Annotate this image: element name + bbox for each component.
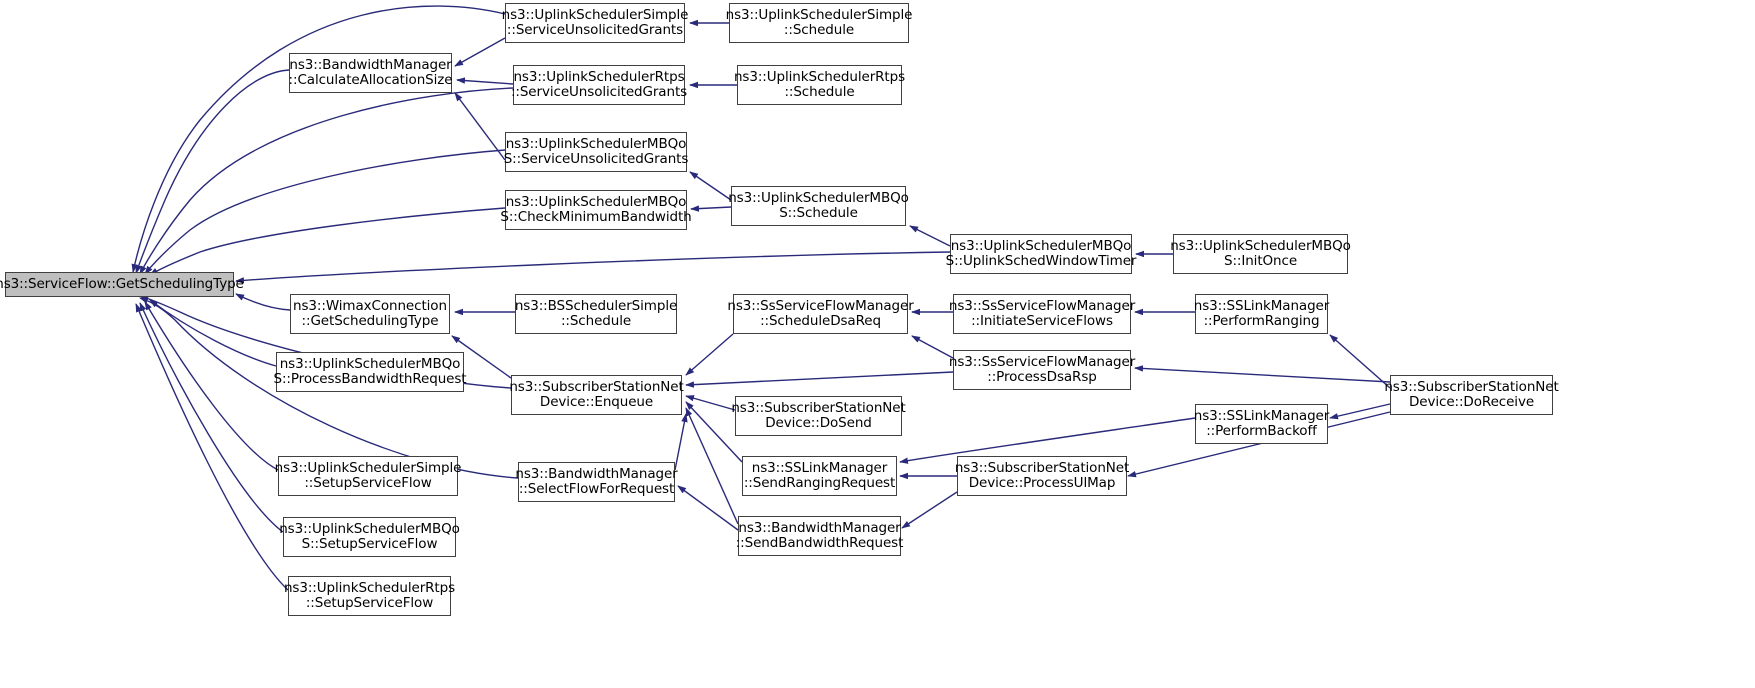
caller-node[interactable]: ns3::SubscriberStationNet Device::DoSend (731, 396, 906, 436)
caller-node[interactable]: ns3::UplinkSchedulerSimple ::ServiceUnso… (502, 3, 688, 43)
call-edge (235, 251, 951, 284)
call-edge (911, 335, 954, 359)
caller-node[interactable]: ns3::UplinkSchedulerMBQo S::ProcessBandw… (274, 352, 467, 392)
call-edge (144, 301, 279, 471)
node-label: ns3::SSLinkManager ::PerformRanging (1193, 298, 1330, 329)
node-label: ns3::SSLinkManager ::PerformBackoff (1193, 408, 1330, 439)
call-edge (674, 413, 688, 471)
call-edge (1127, 411, 1391, 478)
caller-node[interactable]: ns3::BandwidthManager ::CalculateAllocat… (288, 53, 453, 93)
caller-node[interactable]: ns3::BandwidthManager ::SendBandwidthReq… (736, 516, 903, 556)
current-function-node[interactable]: ns3::ServiceFlow::GetSchedulingType (0, 272, 244, 297)
call-edge (685, 395, 736, 411)
caller-node[interactable]: ns3::BSSchedulerSimple ::Schedule (515, 294, 677, 334)
caller-node[interactable]: ns3::SubscriberStationNet Device::Enqueu… (509, 375, 684, 415)
call-edge (909, 225, 951, 247)
caller-node[interactable]: ns3::SsServiceFlowManager ::ScheduleDsaR… (727, 294, 914, 334)
node-label: ns3::SubscriberStationNet Device::DoRece… (1384, 379, 1559, 410)
caller-node[interactable]: ns3::SsServiceFlowManager ::ProcessDsaRs… (949, 350, 1135, 390)
call-edge (1329, 403, 1391, 420)
node-label: ns3::UplinkSchedulerMBQo S::SetupService… (279, 521, 460, 552)
node-label: ns3::BandwidthManager ::SelectFlowForReq… (515, 466, 678, 497)
node-label: ns3::SsServiceFlowManager ::ProcessDsaRs… (948, 354, 1136, 385)
call-edge (677, 485, 739, 531)
call-edge (454, 92, 506, 161)
call-edge (901, 491, 958, 529)
caller-node[interactable]: ns3::UplinkSchedulerSimple ::SetupServic… (275, 456, 461, 496)
caller-node[interactable]: ns3::WimaxConnection ::GetSchedulingType (290, 294, 450, 334)
caller-node[interactable]: ns3::UplinkSchedulerMBQo S::Schedule (728, 186, 909, 226)
call-edge (139, 87, 514, 275)
caller-node[interactable]: ns3::UplinkSchedulerMBQo S::ServiceUnsol… (504, 132, 688, 172)
call-edge (454, 37, 506, 67)
caller-node[interactable]: ns3::UplinkSchedulerRtps ::ServiceUnsoli… (511, 65, 687, 105)
node-label: ns3::UplinkSchedulerSimple ::SetupServic… (274, 460, 462, 491)
node-label: ns3::SubscriberStationNet Device::Proces… (954, 460, 1130, 491)
node-label: ns3::SsServiceFlowManager ::InitiateServ… (948, 298, 1136, 329)
node-label: ns3::UplinkSchedulerRtps ::SetupServiceF… (283, 580, 456, 611)
caller-node[interactable]: ns3::UplinkSchedulerMBQo S::UplinkSchedW… (946, 234, 1136, 274)
call-edge (131, 5, 506, 273)
call-edge (690, 205, 732, 212)
caller-node[interactable]: ns3::SsServiceFlowManager ::InitiateServ… (949, 294, 1135, 334)
caller-node[interactable]: ns3::SubscriberStationNet Device::DoRece… (1384, 375, 1559, 415)
call-edge (456, 77, 514, 85)
call-edge (689, 171, 732, 201)
node-label: ns3::UplinkSchedulerRtps ::Schedule (733, 69, 906, 100)
caller-node[interactable]: ns3::SubscriberStationNet Device::Proces… (955, 456, 1129, 496)
node-label: ns3::SubscriberStationNet Device::Enqueu… (509, 379, 684, 410)
node-label: ns3::UplinkSchedulerMBQo S::InitOnce (1170, 238, 1351, 269)
node-label: ns3::BSSchedulerSimple ::Schedule (514, 298, 678, 329)
caller-node[interactable]: ns3::UplinkSchedulerRtps ::SetupServiceF… (284, 576, 455, 616)
call-edge (685, 401, 743, 463)
node-label: ns3::UplinkSchedulerRtps ::ServiceUnsoli… (510, 69, 688, 100)
node-label: ns3::UplinkSchedulerMBQo S::CheckMinimum… (500, 194, 692, 225)
node-label: ns3::BandwidthManager ::CalculateAllocat… (288, 57, 453, 88)
call-edge (1329, 334, 1391, 389)
caller-node[interactable]: ns3::SSLinkManager ::PerformBackoff (1193, 404, 1330, 444)
node-label: ns3::BandwidthManager ::SendBandwidthReq… (735, 520, 904, 551)
caller-node[interactable]: ns3::SSLinkManager ::SendRangingRequest (742, 456, 897, 496)
node-label: ns3::UplinkSchedulerMBQo S::ProcessBandw… (273, 356, 467, 387)
node-label: ns3::UplinkSchedulerMBQo S::ServiceUnsol… (503, 136, 689, 167)
node-label: ns3::UplinkSchedulerSimple ::ServiceUnso… (501, 7, 689, 38)
call-edge (451, 335, 512, 379)
call-edge (139, 302, 284, 533)
node-label: ns3::WimaxConnection ::GetSchedulingType (293, 298, 447, 329)
caller-node[interactable]: ns3::UplinkSchedulerSimple ::Schedule (726, 3, 912, 43)
node-label: ns3::UplinkSchedulerMBQo S::UplinkSchedW… (945, 238, 1137, 269)
call-edge (135, 69, 290, 274)
call-edge (685, 407, 739, 525)
call-edge (144, 149, 506, 275)
node-label: ns3::SsServiceFlowManager ::ScheduleDsaR… (727, 298, 914, 329)
call-edge (135, 303, 289, 591)
node-label: ns3::ServiceFlow::GetSchedulingType (0, 276, 244, 292)
call-edge (235, 293, 291, 311)
call-edge (685, 333, 734, 376)
caller-node[interactable]: ns3::SSLinkManager ::PerformRanging (1193, 294, 1330, 334)
node-label: ns3::SSLinkManager ::SendRangingRequest (743, 460, 896, 491)
call-edge (1134, 365, 1391, 383)
caller-node[interactable]: ns3::UplinkSchedulerRtps ::Schedule (734, 65, 905, 105)
call-edge (685, 371, 954, 388)
node-label: ns3::UplinkSchedulerMBQo S::Schedule (728, 190, 909, 221)
call-edge (149, 207, 506, 276)
caller-node[interactable]: ns3::UplinkSchedulerMBQo S::CheckMinimum… (500, 190, 692, 230)
caller-node[interactable]: ns3::UplinkSchedulerMBQo S::SetupService… (279, 517, 460, 557)
caller-node[interactable]: ns3::BandwidthManager ::SelectFlowForReq… (515, 462, 678, 502)
node-label: ns3::SubscriberStationNet Device::DoSend (731, 400, 906, 431)
caller-node[interactable]: ns3::UplinkSchedulerMBQo S::InitOnce (1170, 234, 1351, 274)
call-edge (899, 417, 1196, 464)
node-label: ns3::UplinkSchedulerSimple ::Schedule (725, 7, 913, 38)
call-edge (149, 299, 277, 367)
